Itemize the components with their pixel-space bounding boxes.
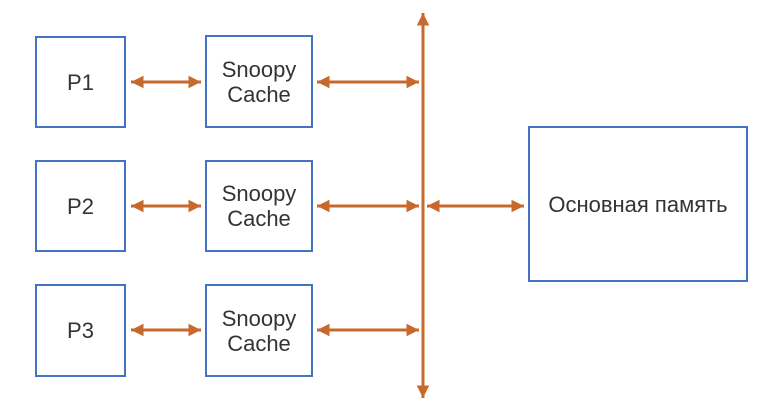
node-p2-label: P2 bbox=[67, 193, 94, 219]
node-p3-label: P3 bbox=[67, 318, 94, 343]
node-cache3: Snoopy Cache bbox=[205, 284, 313, 377]
node-cache2-label: Snoopy Cache bbox=[221, 181, 297, 231]
node-cache2: Snoopy Cache bbox=[205, 160, 313, 252]
node-p2: P2 bbox=[35, 160, 126, 252]
node-cache1: Snoopy Cache bbox=[205, 35, 313, 128]
node-cache3-label: Snoopy Cache bbox=[221, 305, 297, 356]
node-p1-label: P1 bbox=[67, 69, 94, 95]
node-p3: P3 bbox=[35, 284, 126, 377]
node-main-memory: Основная память bbox=[528, 126, 748, 282]
node-p1: P1 bbox=[35, 36, 126, 128]
node-cache1-label: Snoopy Cache bbox=[221, 56, 297, 107]
node-main-memory-label: Основная память bbox=[548, 191, 728, 217]
